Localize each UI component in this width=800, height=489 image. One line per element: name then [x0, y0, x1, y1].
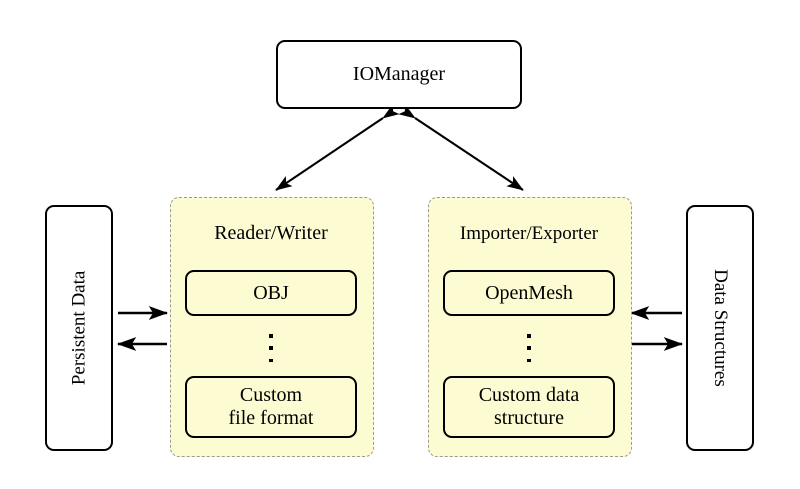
node-data-structures-label: Data Structures [709, 269, 731, 387]
group-reader-writer-title: Reader/Writer [214, 222, 328, 244]
node-persistent-data-label: Persistent Data [68, 270, 90, 386]
item-custom-file-format-line2: file format [228, 407, 314, 429]
group-importer-exporter-title: Importer/Exporter [459, 223, 599, 244]
node-iomanager-label: IOManager [352, 63, 446, 85]
item-custom-data-structure-line1: Custom data [478, 384, 580, 406]
node-persistent-data[interactable]: Persistent Data [45, 205, 113, 451]
item-obj-label: OBJ [253, 281, 289, 304]
item-custom-data-structure[interactable]: Custom data structure [443, 376, 615, 438]
item-custom-data-structure-line2: structure [494, 407, 564, 429]
node-iomanager[interactable]: IOManager [276, 40, 522, 109]
item-custom-file-format[interactable]: Custom file format [185, 376, 357, 438]
edge-iomanager-importerexporter [398, 104, 524, 191]
ellipsis-reader-writer [263, 334, 279, 362]
item-openmesh-label: OpenMesh [485, 281, 573, 304]
item-custom-file-format-line1: Custom [239, 384, 303, 406]
node-data-structures[interactable]: Data Structures [686, 205, 754, 451]
edge-iomanager-readerwriter [275, 104, 400, 191]
item-openmesh[interactable]: OpenMesh [443, 270, 615, 316]
ellipsis-importer-exporter [521, 334, 537, 362]
item-obj[interactable]: OBJ [185, 270, 357, 316]
